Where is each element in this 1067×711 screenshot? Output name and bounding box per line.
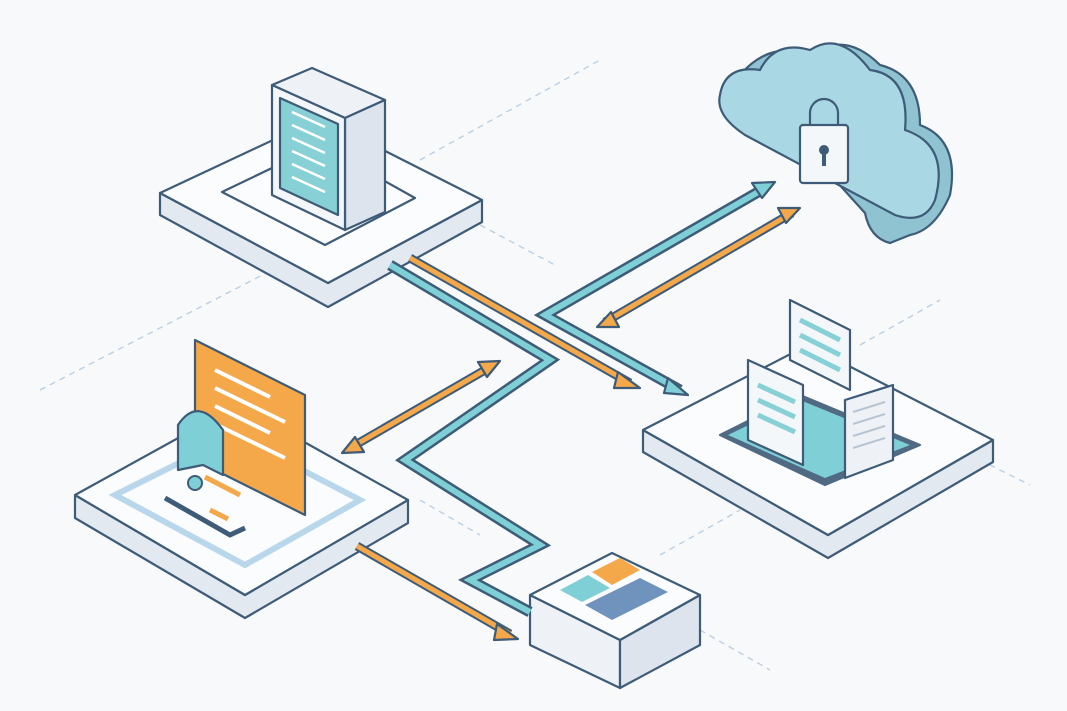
teal-path-server-to-box: [387, 260, 561, 617]
dashboard-box-icon: [528, 551, 702, 690]
arrowhead-icon: [662, 376, 690, 397]
cloud-lock-icon: [718, 42, 954, 245]
teal-connectors: [387, 180, 777, 617]
arrowhead-icon: [750, 180, 777, 200]
orange-connectors: [340, 206, 802, 642]
documents-platform: [641, 343, 995, 560]
arrowheads: [340, 206, 802, 642]
documents-icon: [746, 298, 895, 480]
chat-document-icon: [163, 338, 307, 538]
server-icon: [270, 66, 387, 232]
